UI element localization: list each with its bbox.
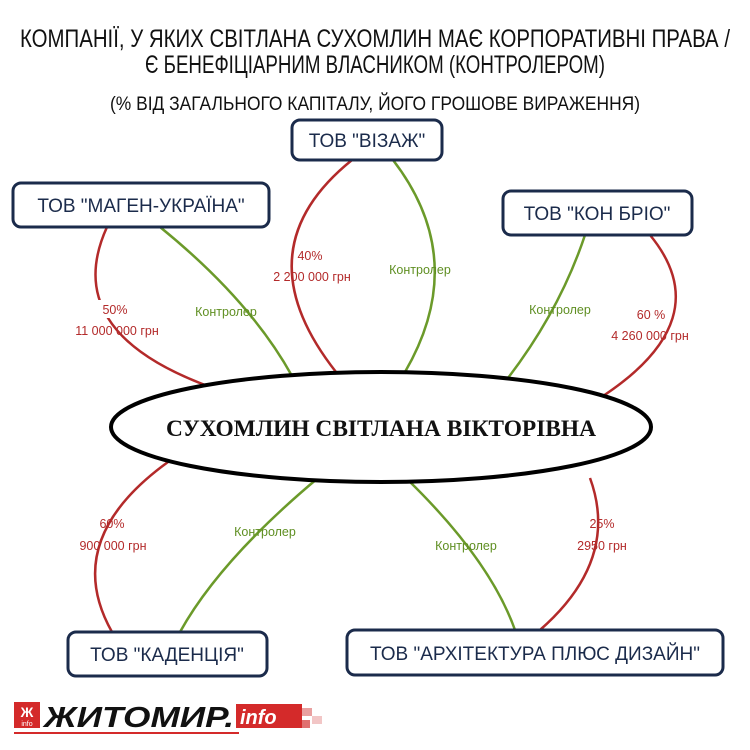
- controller-link-konbrio: [507, 234, 587, 379]
- company-node-vizaj: ТОВ "ВІЗАЖ": [290, 118, 444, 162]
- ownership-link-kadenzia: [93, 460, 169, 633]
- center-person-node: СУХОМЛИН СВІТЛАНА ВІКТОРІВНА: [109, 370, 653, 484]
- share-arch: 25%: [589, 517, 614, 531]
- company-name-vizaj: ТОВ "ВІЗАЖ": [309, 131, 426, 152]
- company-name-arch: ТОВ "АРХІТЕКТУРА ПЛЮС ДИЗАЙН": [370, 643, 700, 665]
- controller-link-vizaj: [392, 159, 436, 373]
- company-name-magen: ТОВ "МАГЕН-УКРАЇНА": [37, 196, 244, 217]
- role-konbrio: Контролер: [529, 303, 591, 317]
- company-node-magen: ТОВ "МАГЕН-УКРАЇНА": [11, 181, 271, 229]
- share-konbrio: 60 %: [637, 308, 666, 322]
- share-kadenzia: 60%: [99, 517, 124, 531]
- company-node-konbrio: ТОВ "КОН БРІО": [501, 189, 694, 237]
- role-kadenzia: Контролер: [234, 525, 296, 539]
- controller-link-arch: [407, 479, 517, 631]
- company-node-arch: ТОВ "АРХІТЕКТУРА ПЛЮС ДИЗАЙН": [345, 628, 725, 677]
- svg-text:info: info: [21, 721, 32, 728]
- role-vizaj: Контролер: [389, 263, 451, 277]
- zhytomyr-info-logo: Ж info ЖИТОМИР. info: [14, 702, 322, 734]
- controller-link-magen: [159, 226, 294, 377]
- amount-magen: 11 000 000 грн: [75, 324, 159, 338]
- company-name-konbrio: ТОВ "КОН БРІО": [524, 204, 671, 225]
- company-node-kadenzia: ТОВ "КАДЕНЦІЯ": [66, 630, 269, 678]
- logo-text: ЖИТОМИР.: [42, 702, 234, 734]
- title-line-1: КОМПАНІЇ, У ЯКИХ СВІТЛАНА СУХОМЛИН МАЄ К…: [20, 25, 730, 53]
- role-arch: Контролер: [435, 539, 497, 553]
- ownership-link-konbrio: [599, 234, 678, 400]
- svg-text:Ж: Ж: [20, 704, 34, 720]
- amount-arch: 2950 грн: [577, 539, 627, 553]
- amount-konbrio: 4 260 000 грн: [611, 329, 689, 343]
- center-person-name: СУХОМЛИН СВІТЛАНА ВІКТОРІВНА: [166, 416, 596, 441]
- logo-suffix: info: [240, 707, 277, 729]
- share-vizaj: 40%: [297, 249, 322, 263]
- controller-link-kadenzia: [178, 477, 319, 633]
- ownership-link-vizaj: [290, 159, 353, 373]
- title-line-2: Є БЕНЕФІЦІАРНИМ ВЛАСНИКОМ (КОНТРОЛЕРОМ): [145, 51, 605, 79]
- ownership-link-arch: [539, 477, 600, 631]
- subtitle: (% ВІД ЗАГАЛЬНОГО КАПІТАЛУ, ЙОГО ГРОШОВЕ…: [110, 93, 640, 115]
- role-magen: Контролер: [195, 305, 257, 319]
- company-name-kadenzia: ТОВ "КАДЕНЦІЯ": [90, 645, 244, 666]
- amount-kadenzia: 900 000 грн: [79, 539, 146, 553]
- amount-vizaj: 2 200 000 грн: [273, 270, 351, 284]
- share-magen: 50%: [102, 303, 127, 317]
